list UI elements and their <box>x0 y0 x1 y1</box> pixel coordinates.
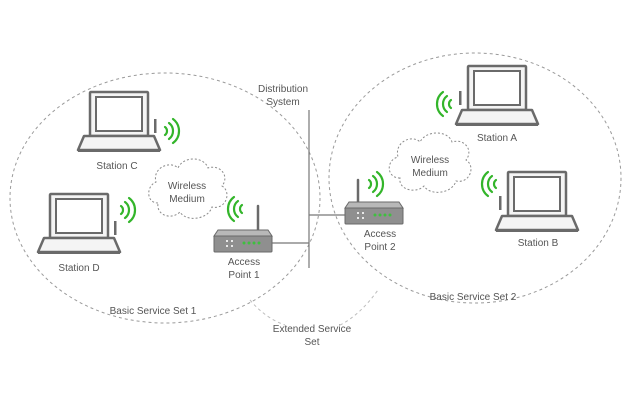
bss2-label: Basic Service Set 2 <box>430 292 517 303</box>
station-d-label: Station D <box>58 263 99 274</box>
ap2-label-line1: Access <box>364 229 396 240</box>
station-a-label: Station A <box>477 133 517 144</box>
ap2-signal-icon <box>367 170 385 198</box>
wireless-medium-2-line2: Medium <box>412 168 448 179</box>
ess-label-line1: Extended Service <box>273 324 352 335</box>
ap1-label-line2: Point 1 <box>228 270 260 281</box>
ap1-signal-icon <box>226 195 244 223</box>
bss1-boundary <box>9 72 321 324</box>
station-a-laptop <box>454 64 540 128</box>
ap2-label-line2: Point 2 <box>364 242 396 253</box>
access-point-2 <box>344 201 404 225</box>
ess-label-line2: Set <box>304 337 319 348</box>
station-b-signal-icon <box>480 170 498 198</box>
ess-connector-left <box>249 299 286 326</box>
station-d-antenna <box>114 221 117 235</box>
wireless-medium-2-line1: Wireless <box>411 155 449 166</box>
wireless-medium-1-line1: Wireless <box>168 181 206 192</box>
station-d-laptop <box>36 192 122 256</box>
station-c-signal-icon <box>163 117 181 145</box>
distribution-system-label-1: Distribution <box>258 84 308 95</box>
wireless-medium-cloud-2 <box>388 132 472 193</box>
station-c-antenna <box>154 119 157 133</box>
station-b-antenna <box>499 196 502 210</box>
station-b-label: Station B <box>518 238 559 249</box>
distribution-system-label-2: System <box>266 97 299 108</box>
ess-connector-right <box>339 289 379 326</box>
station-d-signal-icon <box>119 196 137 224</box>
station-b-laptop <box>494 170 580 234</box>
access-point-1 <box>213 229 273 253</box>
station-a-signal-icon <box>435 90 453 118</box>
ap1-label-line1: Access <box>228 257 260 268</box>
station-c-laptop <box>76 90 162 154</box>
bss2-boundary <box>328 52 622 304</box>
bss1-label: Basic Service Set 1 <box>110 306 197 317</box>
wireless-medium-1-line2: Medium <box>169 194 205 205</box>
station-c-label: Station C <box>96 161 137 172</box>
station-a-antenna <box>459 91 462 105</box>
wireless-medium-cloud-1 <box>148 158 228 219</box>
